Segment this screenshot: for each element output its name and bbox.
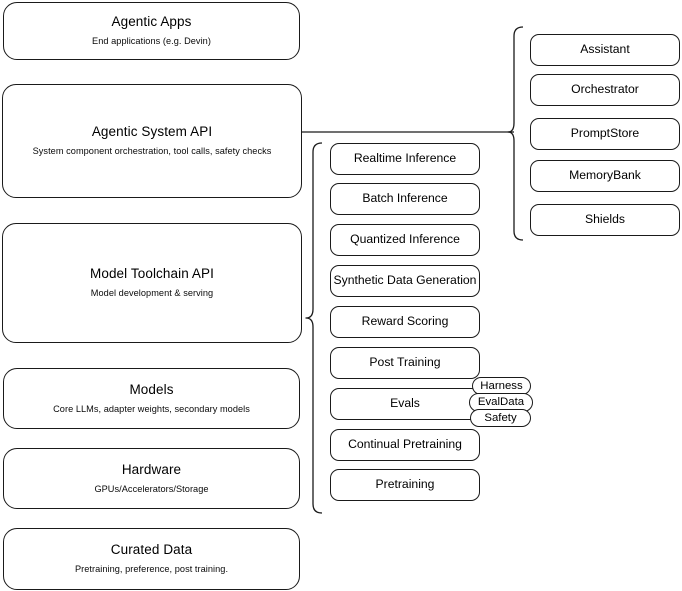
toolchain-chip-realtime-inference[interactable]: Realtime Inference — [330, 143, 480, 175]
toolchain-chip-quantized-inference[interactable]: Quantized Inference — [330, 224, 480, 256]
toolchain-chip-continual-pretraining[interactable]: Continual Pretraining — [330, 429, 480, 461]
layer-title: Agentic Apps — [111, 14, 192, 30]
toolchain-chip-evals[interactable]: Evals — [330, 388, 480, 420]
chip-label: Reward Scoring — [361, 314, 449, 329]
eval-pill-safety[interactable]: Safety — [470, 409, 531, 427]
toolchain-chip-batch-inference[interactable]: Batch Inference — [330, 183, 480, 215]
chip-label: MemoryBank — [569, 168, 641, 183]
chip-label: Quantized Inference — [350, 232, 460, 247]
chip-label: Evals — [390, 396, 420, 411]
chip-label: Shields — [585, 212, 625, 227]
layer-subtitle: GPUs/Accelerators/Storage — [94, 483, 209, 494]
layer-title: Model Toolchain API — [90, 266, 214, 282]
chip-label: Assistant — [580, 42, 630, 57]
brace-toolchain-components — [305, 142, 323, 514]
layer-subtitle: Pretraining, preference, post training. — [74, 564, 229, 575]
toolchain-chip-post-training[interactable]: Post Training — [330, 347, 480, 379]
toolchain-chip-reward-scoring[interactable]: Reward Scoring — [330, 306, 480, 338]
layer-title: Curated Data — [110, 542, 193, 558]
layer-subtitle: System component orchestration, tool cal… — [32, 146, 272, 157]
chip-label: PromptStore — [570, 126, 640, 141]
system-chip-assistant[interactable]: Assistant — [530, 34, 680, 66]
chip-label: Realtime Inference — [353, 151, 457, 166]
toolchain-chip-pretraining[interactable]: Pretraining — [330, 469, 480, 501]
pill-label: Harness — [480, 379, 523, 392]
chip-label: Batch Inference — [362, 191, 448, 206]
pill-label: Safety — [484, 411, 517, 424]
layer-models[interactable]: Models Core LLMs, adapter weights, secon… — [3, 368, 300, 429]
chip-label: Pretraining — [375, 477, 435, 492]
layer-title: Agentic System API — [91, 124, 213, 140]
chip-label: Orchestrator — [571, 82, 639, 97]
chip-label: Continual Pretraining — [348, 437, 462, 452]
layer-title: Models — [129, 381, 174, 397]
toolchain-chip-synthetic-data-generation[interactable]: Synthetic Data Generation — [330, 265, 480, 297]
layer-hardware[interactable]: Hardware GPUs/Accelerators/Storage — [3, 448, 300, 509]
chip-label: Synthetic Data Generation — [333, 273, 477, 288]
brace-system-components — [507, 26, 524, 241]
layer-subtitle: End applications (e.g. Devin) — [92, 36, 211, 47]
system-chip-memorybank[interactable]: MemoryBank — [530, 160, 680, 192]
layer-agentic-system-api[interactable]: Agentic System API System component orch… — [2, 84, 302, 198]
layer-subtitle: Model development & serving — [90, 288, 214, 299]
system-chip-promptstore[interactable]: PromptStore — [530, 118, 680, 150]
layer-model-toolchain-api[interactable]: Model Toolchain API Model development & … — [2, 223, 302, 343]
layer-subtitle: Core LLMs, adapter weights, secondary mo… — [53, 403, 250, 414]
layer-agentic-apps[interactable]: Agentic Apps End applications (e.g. Devi… — [3, 2, 300, 60]
system-chip-orchestrator[interactable]: Orchestrator — [530, 74, 680, 106]
pill-label: EvalData — [477, 396, 525, 409]
system-chip-shields[interactable]: Shields — [530, 204, 680, 236]
chip-label: Post Training — [369, 355, 441, 370]
layer-curated-data[interactable]: Curated Data Pretraining, preference, po… — [3, 528, 300, 590]
layer-title: Hardware — [121, 461, 182, 477]
